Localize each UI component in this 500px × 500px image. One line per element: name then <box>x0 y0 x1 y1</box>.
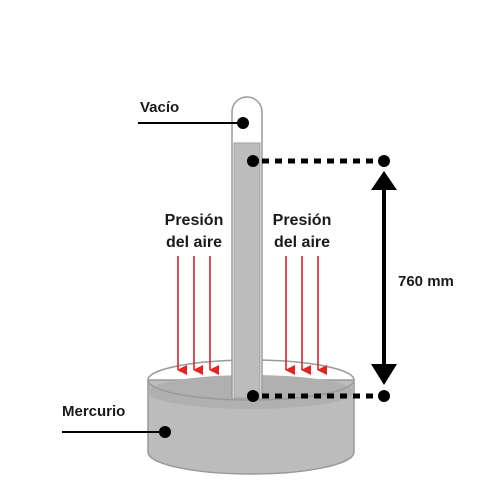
vacuum-label: Vacío <box>140 99 179 116</box>
bottom-level-dot <box>247 390 259 402</box>
height-arrow-top-head <box>371 171 397 190</box>
top-end-dot <box>378 155 390 167</box>
air-pressure-label-left: Presión del aire <box>165 212 224 251</box>
air-pressure-arrows-right <box>285 256 327 375</box>
height-measurement: 760 mm <box>247 155 454 402</box>
height-arrow-bottom-head <box>371 364 397 385</box>
mercury-column <box>233 142 261 399</box>
mercury-label: Mercurio <box>62 403 125 420</box>
top-level-dot <box>247 155 259 167</box>
glass-tube <box>231 96 263 399</box>
air-pressure-right-line1: Presión <box>273 212 332 229</box>
height-label: 760 mm <box>398 273 454 290</box>
air-pressure-label-right: Presión del aire <box>273 212 332 251</box>
air-pressure-arrows-left <box>177 256 219 375</box>
mercury-callout: Mercurio <box>62 403 171 438</box>
vacuum-callout: Vacío <box>138 99 249 129</box>
bottom-end-dot <box>378 390 390 402</box>
air-pressure-right-line2: del aire <box>274 234 330 251</box>
vacuum-dot <box>237 117 249 129</box>
air-pressure-left-line2: del aire <box>166 234 222 251</box>
mercury-dot <box>159 426 171 438</box>
air-pressure-left-line1: Presión <box>165 212 224 229</box>
